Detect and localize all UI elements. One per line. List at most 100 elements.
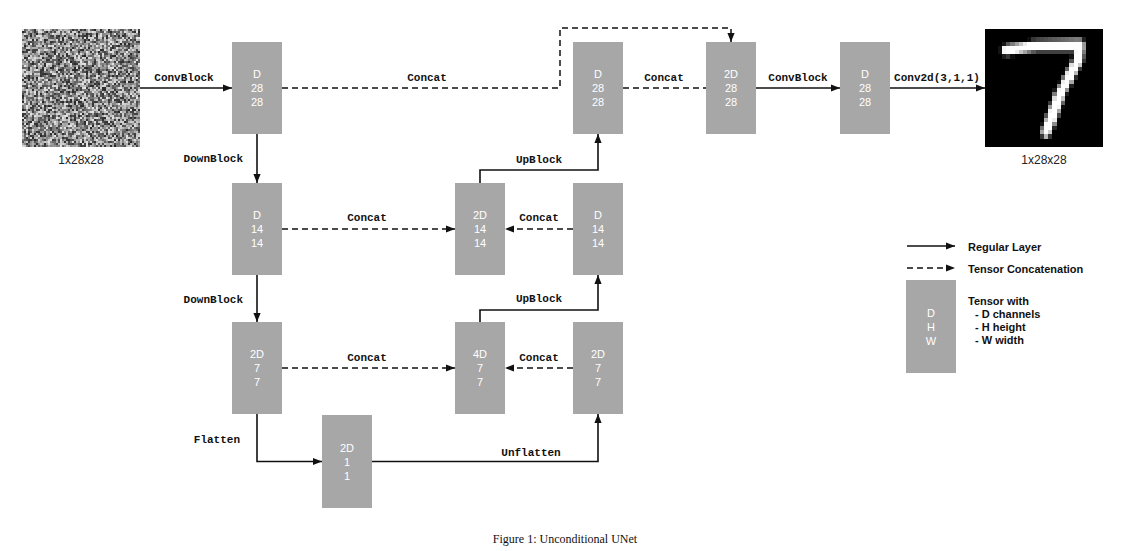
tensor-dim: D [594, 67, 602, 81]
legend-row: Tensor Concatenation [968, 259, 1083, 277]
legend-note-holder: - W width [975, 330, 1024, 348]
edge-label: ConvBlock [767, 72, 828, 84]
figure-caption: Figure 1: Unconditional UNet [493, 532, 637, 546]
edge-label: Flatten [193, 434, 241, 446]
tensor-dim: 14 [592, 222, 604, 236]
edge-label: DownBlock [183, 294, 244, 306]
tensor-dim: 2D [724, 67, 738, 81]
layer-connector [257, 414, 322, 462]
concat-connector [282, 367, 455, 369]
tensor-box: 2D77 [232, 322, 282, 414]
tensor-box: D1414 [573, 183, 623, 275]
tensor-dim: 7 [477, 361, 483, 375]
edge-label-holder: Concat [518, 207, 560, 225]
tensor-dim: 7 [477, 375, 483, 389]
edge-label: Concat [346, 352, 388, 364]
edge-label: Concat [346, 212, 388, 224]
concat-connector [505, 367, 573, 369]
tensor-dim: 28 [859, 81, 871, 95]
legend-note-holder: - H height [975, 317, 1026, 335]
tensor-dim: D [594, 208, 602, 222]
noise-image [22, 29, 140, 147]
layer-connector [372, 414, 598, 462]
tensor-dim: D [861, 67, 869, 81]
edge-label: ConvBlock [153, 72, 214, 84]
tensor-dim: 14 [474, 222, 486, 236]
legend-text: Tensor Concatenation [968, 263, 1083, 275]
layer-connector [890, 87, 985, 89]
edge-label-holder: Conv2d(3,1,1) [893, 67, 981, 85]
legend-row: Tensor with [968, 291, 1029, 309]
edge-label-holder: Concat [346, 347, 388, 365]
tensor-dim: 7 [254, 375, 260, 389]
tensor-dim: 14 [474, 236, 486, 250]
tensor-dim: D [927, 306, 935, 320]
edge-label-holder: Unflatten [500, 442, 561, 460]
solid-arrow-sample [907, 245, 955, 247]
tensor-dim: 14 [251, 236, 263, 250]
tensor-dim: 28 [251, 81, 263, 95]
edge-label-holder: Concat [406, 67, 448, 85]
shape-label: 1x28x28 [22, 153, 140, 167]
edge-label-holder: ConvBlock [153, 67, 214, 85]
tensor-dim: 7 [254, 361, 260, 375]
legend-text: Regular Layer [968, 241, 1041, 253]
tensor-box: D2828 [573, 42, 623, 134]
legend-note: - W width [975, 334, 1024, 346]
tensor-dim: 14 [251, 222, 263, 236]
image-tensor: 1x28x28 [985, 29, 1103, 167]
tensor-dim: 28 [251, 95, 263, 109]
edge-label: Concat [406, 72, 448, 84]
edge-label-holder: ConvBlock [767, 67, 828, 85]
tensor-dim: 14 [592, 236, 604, 250]
tensor-dim: 1 [344, 455, 350, 469]
tensor-dim: 28 [859, 95, 871, 109]
tensor-dim: 7 [595, 361, 601, 375]
edge-label: Concat [643, 72, 685, 84]
tensor-dim: 28 [592, 95, 604, 109]
legend-note: - D channels [975, 308, 1040, 320]
tensor-dim: 1 [344, 469, 350, 483]
concat-connector [282, 28, 731, 88]
digit-image [985, 29, 1103, 147]
tensor-box: DHW [906, 280, 956, 373]
legend-text: Tensor with [968, 295, 1029, 307]
tensor-box: 2D2828 [706, 42, 756, 134]
tensor-dim: 2D [473, 208, 487, 222]
legend-note: - H height [975, 321, 1026, 333]
tensor-dim: 28 [592, 81, 604, 95]
tensor-dim: 2D [591, 347, 605, 361]
concat-connector [282, 228, 455, 230]
shape-label: 1x28x28 [985, 153, 1103, 167]
edge-label: Conv2d(3,1,1) [893, 72, 981, 84]
layer-connector [756, 87, 840, 89]
tensor-dim: D [253, 67, 261, 81]
layer-connector [256, 275, 258, 322]
edge-label-holder: Concat [346, 207, 388, 225]
tensor-box: 2D1414 [455, 183, 505, 275]
legend-note-holder: - D channels [975, 304, 1040, 322]
edge-label: UpBlock [515, 154, 563, 166]
legend-row: Regular Layer [968, 237, 1041, 255]
edge-label: Concat [518, 212, 560, 224]
edge-label: DownBlock [183, 153, 244, 165]
edge-label-holder: DownBlock [183, 289, 244, 307]
tensor-box: 2D11 [322, 415, 372, 508]
edge-label-holder: Concat [518, 347, 560, 365]
tensor-box: D2828 [840, 42, 890, 134]
edge-label-holder: Flatten [193, 429, 241, 447]
edge-label-holder: UpBlock [515, 149, 563, 167]
tensor-dim: H [927, 320, 935, 334]
tensor-dim: 28 [725, 95, 737, 109]
tensor-box: 2D77 [573, 322, 623, 414]
tensor-dim: 2D [250, 347, 264, 361]
layer-connector [256, 134, 258, 183]
image-tensor: 1x28x28 [22, 29, 140, 167]
edge-label-holder: UpBlock [515, 288, 563, 306]
tensor-dim: 2D [340, 441, 354, 455]
edge-label: Concat [518, 352, 560, 364]
layer-connector [480, 275, 598, 322]
tensor-dim: D [253, 208, 261, 222]
concat-connector [505, 228, 573, 230]
